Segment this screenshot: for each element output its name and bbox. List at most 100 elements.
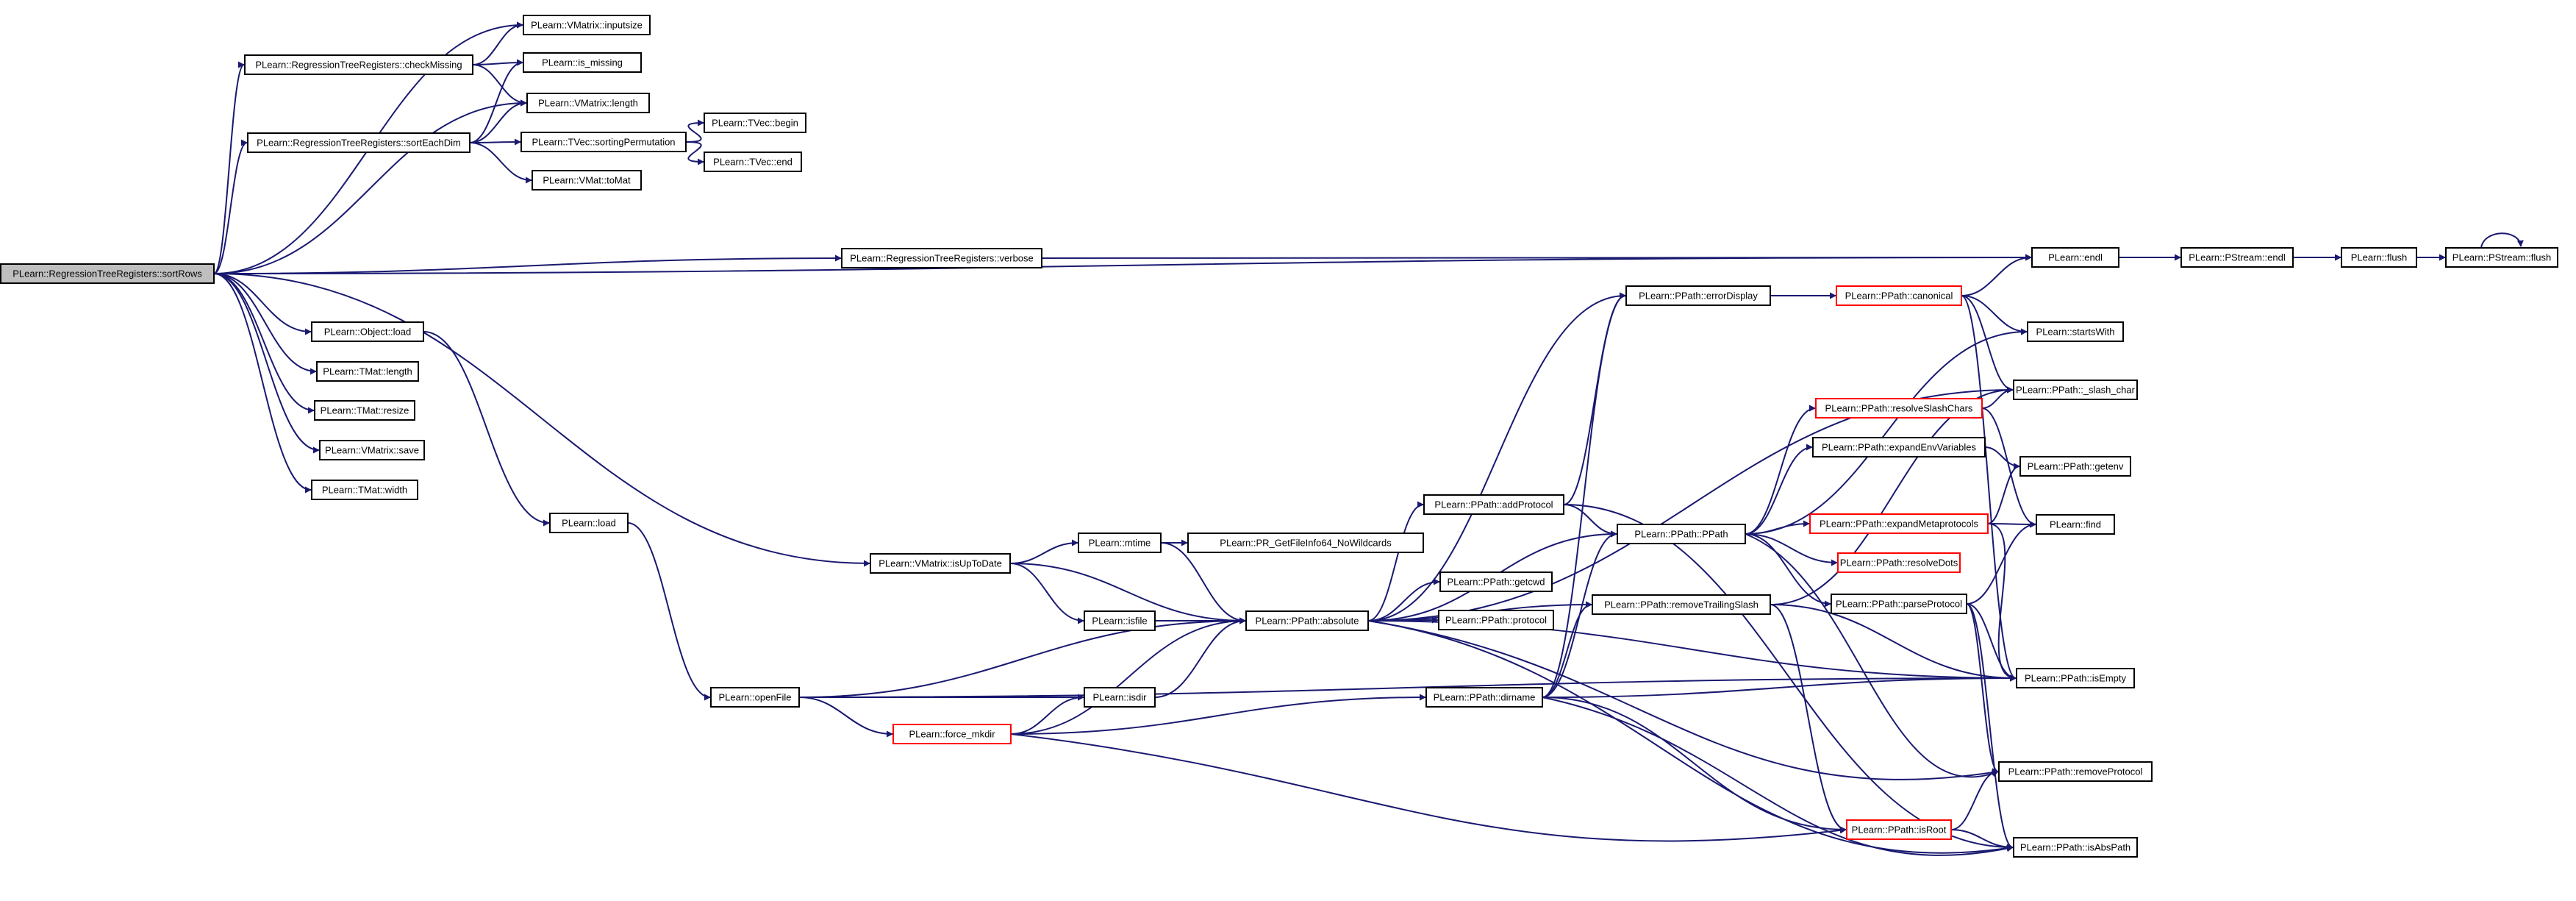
node-sortRows[interactable]: PLearn::RegressionTreeRegisters::sortRow… (0, 263, 215, 284)
node-label: PLearn::PPath::expandEnvVariables (1822, 442, 1977, 453)
node-box (1998, 761, 2153, 782)
node-box (523, 15, 651, 35)
node-openFile[interactable]: PLearn::openFile (710, 687, 800, 708)
node-label: PLearn::VMatrix::length (538, 98, 638, 109)
node-box (1815, 398, 1983, 419)
node-box (1836, 285, 1962, 306)
node-box (1831, 594, 1967, 614)
node-box (892, 724, 1012, 744)
node-box (1439, 571, 1553, 592)
edge-dirname-to-isEmpty (1542, 674, 2017, 698)
node-ps_flush[interactable]: PLearn::PStream::flush (2445, 247, 2558, 268)
edge-force_mkdir-to-dirname (1010, 694, 1426, 735)
node-force_mkdir[interactable]: PLearn::force_mkdir (892, 724, 1012, 744)
node-isfile[interactable]: PLearn::isfile (1084, 610, 1156, 631)
node-isAbsPath[interactable]: PLearn::PPath::isAbsPath (2013, 837, 2138, 858)
node-label: PLearn::PPath::expandMetaprotocols (1820, 519, 1979, 530)
node-sortEachDim[interactable]: PLearn::RegressionTreeRegisters::sortEac… (247, 132, 471, 153)
node-pr_get[interactable]: PLearn::PR_GetFileInfo64_NoWildcards (1187, 533, 1424, 553)
node-box (1438, 610, 1554, 630)
node-getenv[interactable]: PLearn::PPath::getenv (2019, 456, 2131, 477)
node-box (870, 553, 1011, 574)
node-box (2013, 380, 2138, 400)
node-expandEnvVariables[interactable]: PLearn::PPath::expandEnvVariables (1812, 437, 1986, 457)
node-tmat_width[interactable]: PLearn::TMat::width (311, 480, 418, 500)
edge-absolute-to-isAbsPath (1367, 620, 2014, 854)
edge-parseProtocol-to-isEmpty (1966, 603, 2017, 682)
edge-absolute-to-getcwd (1367, 578, 1440, 622)
node-tmat_resize[interactable]: PLearn::TMat::resize (314, 400, 415, 421)
node-find[interactable]: PLearn::find (2036, 514, 2115, 535)
edge-removeTrailingSlash-to-isRoot (1770, 604, 1847, 833)
node-isdir[interactable]: PLearn::isdir (1084, 687, 1156, 708)
node-startsWith[interactable]: PLearn::startsWith (2027, 321, 2124, 342)
node-label: PLearn::flush (2351, 252, 2408, 263)
node-absolute[interactable]: PLearn::PPath::absolute (1245, 610, 1369, 631)
node-box (710, 687, 800, 708)
node-ps_endl[interactable]: PLearn::PStream::endl (2180, 247, 2294, 268)
edge-dirname-to-errorDisplay (1542, 292, 1626, 698)
edge-sortRows-to-endl (213, 254, 2032, 274)
node-verbose[interactable]: PLearn::RegressionTreeRegisters::verbose (841, 248, 1042, 268)
edge-isUpToDate-to-absolute (1009, 563, 1246, 624)
node-vm_length[interactable]: PLearn::VMatrix::length (526, 93, 650, 113)
node-isUpToDate[interactable]: PLearn::VMatrix::isUpToDate (870, 553, 1011, 574)
node-slash_char[interactable]: PLearn::PPath::_slash_char (2013, 380, 2138, 400)
node-is_missing[interactable]: PLearn::is_missing (523, 52, 642, 73)
node-box (1809, 513, 1989, 534)
edge-ppath-to-parseProtocol (1745, 533, 1831, 608)
node-load[interactable]: PLearn::load (549, 513, 629, 533)
node-label: PLearn::PPath::_slash_char (2016, 385, 2136, 396)
node-label: PLearn::TMat::length (323, 366, 412, 377)
node-isEmpty[interactable]: PLearn::PPath::isEmpty (2016, 668, 2135, 688)
node-label: PLearn::RegressionTreeRegisters::sortEac… (257, 138, 461, 149)
node-tmat_length[interactable]: PLearn::TMat::length (316, 361, 419, 382)
node-canonical[interactable]: PLearn::PPath::canonical (1836, 285, 1962, 306)
edge-canonical-to-slash_char (1961, 295, 2014, 393)
node-protocol[interactable]: PLearn::PPath::protocol (1438, 610, 1554, 630)
node-label: PLearn::TVec::begin (712, 118, 798, 129)
node-resolveSlashChars[interactable]: PLearn::PPath::resolveSlashChars (1815, 398, 1983, 419)
node-label: PLearn::PPath::parseProtocol (1836, 599, 1962, 610)
edge-addProtocol-to-errorDisplay (1563, 292, 1626, 505)
node-addProtocol[interactable]: PLearn::PPath::addProtocol (1423, 494, 1564, 515)
node-label: PLearn::PPath::isRoot (1852, 825, 1947, 836)
node-box (704, 152, 802, 172)
edge-force_mkdir-to-isRoot (1010, 733, 1847, 842)
edge-dirname-to-isAbsPath (1542, 697, 2014, 856)
node-checkMissing[interactable]: PLearn::RegressionTreeRegisters::checkMi… (244, 54, 473, 75)
edge-removeTrailingSlash-to-isEmpty (1770, 604, 2017, 682)
edge-sortRows-to-isUpToDate (213, 273, 870, 567)
node-box (841, 248, 1042, 268)
node-tvec_begin[interactable]: PLearn::TVec::begin (704, 113, 806, 133)
node-removeProtocol[interactable]: PLearn::PPath::removeProtocol (1998, 761, 2153, 782)
node-removeTrailingSlash[interactable]: PLearn::PPath::removeTrailingSlash (1592, 594, 1771, 615)
node-mtime[interactable]: PLearn::mtime (1078, 533, 1162, 553)
node-box (244, 54, 473, 75)
node-label: PLearn::openFile (718, 692, 791, 703)
node-tvec_end[interactable]: PLearn::TVec::end (704, 152, 802, 172)
node-box (2341, 247, 2417, 268)
node-dirname[interactable]: PLearn::PPath::dirname (1425, 687, 1543, 708)
node-box (319, 440, 425, 460)
node-vm_save[interactable]: PLearn::VMatrix::save (319, 440, 425, 460)
node-errorDisplay[interactable]: PLearn::PPath::errorDisplay (1625, 285, 1771, 306)
node-inputsize[interactable]: PLearn::VMatrix::inputsize (523, 15, 651, 35)
node-toMat[interactable]: PLearn::VMat::toMat (532, 170, 642, 190)
node-obj_load[interactable]: PLearn::Object::load (311, 321, 424, 342)
node-ppath[interactable]: PLearn::PPath::PPath (1617, 524, 1746, 544)
node-flush[interactable]: PLearn::flush (2341, 247, 2417, 268)
node-parseProtocol[interactable]: PLearn::PPath::parseProtocol (1831, 594, 1967, 614)
node-label: PLearn::TVec::sortingPermutation (532, 137, 675, 148)
node-getcwd[interactable]: PLearn::PPath::getcwd (1439, 571, 1553, 592)
node-isRoot[interactable]: PLearn::PPath::isRoot (1846, 819, 1952, 840)
node-resolveDots[interactable]: PLearn::PPath::resolveDots (1837, 552, 1961, 573)
node-expandMetaprotocols[interactable]: PLearn::PPath::expandMetaprotocols (1809, 513, 1989, 534)
node-sortingPermutation[interactable]: PLearn::TVec::sortingPermutation (520, 132, 687, 152)
node-label: PLearn::PStream::endl (2189, 252, 2286, 263)
node-endl[interactable]: PLearn::endl (2031, 247, 2119, 268)
edge-isdir-to-absolute (1154, 617, 1246, 698)
node-box (0, 263, 215, 284)
edge-canonical-to-startsWith (1961, 295, 2028, 335)
